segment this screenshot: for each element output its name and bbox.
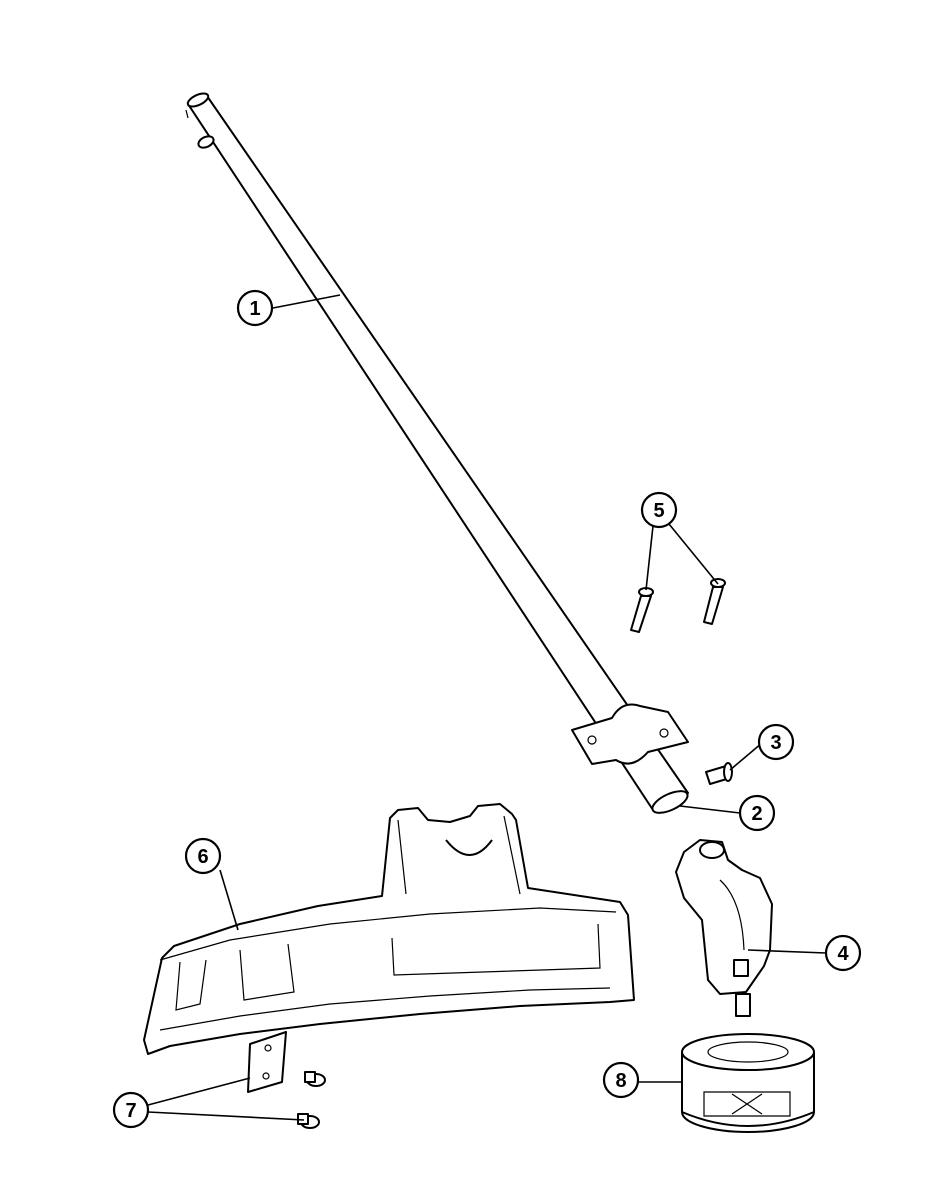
- callout-3: 3: [757, 723, 795, 761]
- mounting-screw: [705, 762, 733, 785]
- bolt-left: [630, 587, 654, 633]
- guard-plate: [247, 1031, 287, 1093]
- callout-1: 1: [236, 289, 274, 327]
- callout-8: 8: [602, 1061, 640, 1099]
- callout-7: 7: [112, 1091, 150, 1129]
- shaft-clamp: [571, 703, 689, 765]
- plate-screw-lower: [297, 1113, 320, 1129]
- bolt-right: [703, 578, 726, 625]
- callout-3-text: 3: [770, 732, 781, 754]
- callout-6-text: 6: [197, 846, 208, 868]
- callout-8-text: 8: [615, 1070, 626, 1092]
- plate-screw-upper: [304, 1071, 326, 1087]
- trimmer-head: [681, 1033, 815, 1133]
- leader-lines: [147, 294, 827, 1121]
- guard: [143, 803, 635, 1055]
- callout-5: 5: [640, 491, 678, 529]
- callout-2-text: 2: [751, 803, 762, 825]
- callout-4: 4: [824, 934, 862, 972]
- gear-head: [675, 839, 773, 1017]
- callout-4-text: 4: [837, 943, 849, 965]
- callout-1-text: 1: [249, 298, 260, 320]
- callout-6: 6: [184, 837, 222, 875]
- callout-5-text: 5: [653, 500, 664, 522]
- shaft-tube: [185, 92, 689, 814]
- callout-2: 2: [738, 794, 776, 832]
- callout-7-text: 7: [125, 1100, 136, 1122]
